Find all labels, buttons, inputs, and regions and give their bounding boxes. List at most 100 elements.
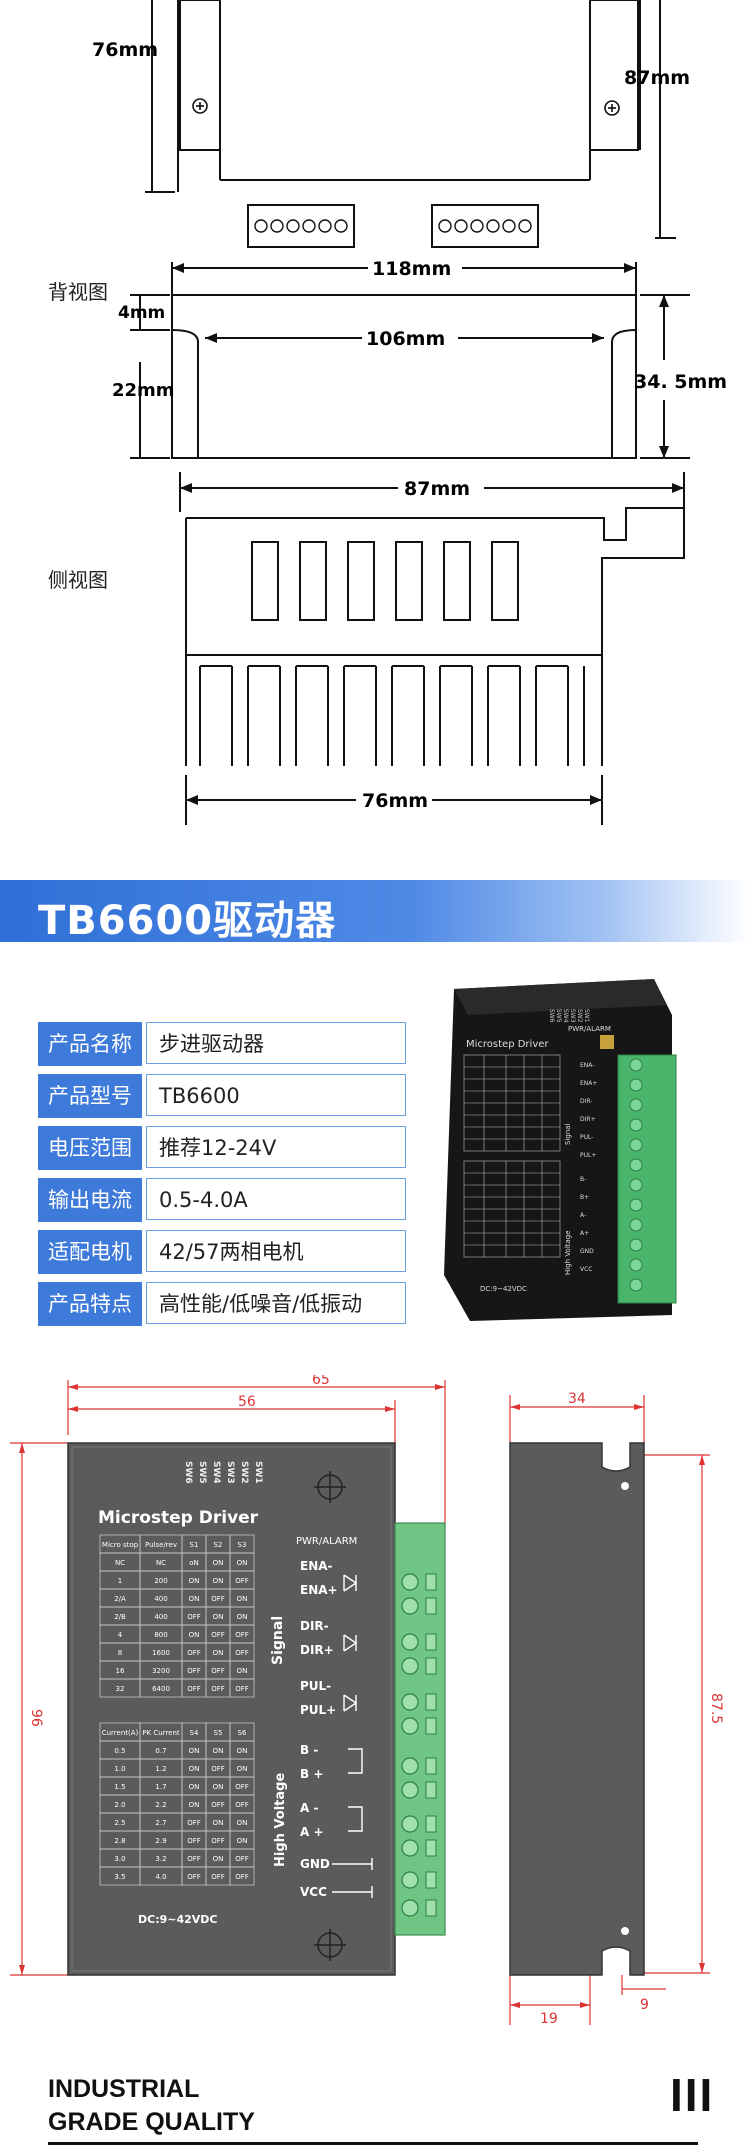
dim-back-height: 22mm [112, 380, 175, 401]
spec-value: 42/57两相电机 [146, 1230, 406, 1272]
photo-terminal-label: A+ [580, 1230, 589, 1237]
spec-key: 电压范围 [38, 1126, 142, 1170]
table-cell: ON [189, 1747, 200, 1755]
table-cell: 2.5 [114, 1819, 125, 1827]
terminal-slot [425, 1899, 437, 1917]
table-cell: ON [213, 1577, 224, 1585]
dim-side-height: 87.5 [708, 1693, 724, 1724]
table-cell: ON [213, 1649, 224, 1657]
terminal-screw [401, 1597, 419, 1615]
high-voltage-label: High Voltage [273, 1773, 288, 1867]
table-cell: OFF [235, 1855, 249, 1863]
photo-terminal-label: B- [580, 1176, 586, 1183]
side-dimension-drawing: 34 87.5 19 9 [509, 1391, 724, 2025]
terminal-screw [629, 1078, 643, 1092]
table-cell: ON [189, 1783, 200, 1791]
table-cell: ON [237, 1837, 248, 1845]
table-cell: ON [213, 1613, 224, 1621]
dim-height-left: 96 [28, 1709, 44, 1727]
photo-terminal-label: PUL+ [580, 1152, 596, 1159]
photo-terminal-label: ENA+ [580, 1080, 597, 1087]
sw-label: SW3 [225, 1461, 235, 1484]
terminal-screw [629, 1138, 643, 1152]
photo-dc: DC:9~42VDC [480, 1285, 527, 1293]
spec-key: 输出电流 [38, 1178, 142, 1222]
terminal-screw [401, 1781, 419, 1799]
sw-label: SW6 [183, 1461, 193, 1484]
photo-terminal-label: PUL- [580, 1134, 593, 1141]
sw-label: SW5 [197, 1461, 207, 1484]
dim-back-width-total: 118mm [372, 258, 451, 280]
photo-terminal-label: GND [580, 1248, 594, 1255]
terminal-label: A - [300, 1801, 318, 1815]
banner-title: TB6600驱动器 [38, 898, 337, 944]
spec-row: 产品型号 TB6600 [38, 1074, 408, 1118]
table-cell: ON [189, 1595, 200, 1603]
terminal-slot [425, 1839, 437, 1857]
table-cell: OFF [235, 1685, 249, 1693]
terminal-screw [401, 1657, 419, 1675]
side-view-drawing: 87mm 76mm [179, 472, 685, 825]
table-cell: OFF [211, 1873, 225, 1881]
product-photo: Microstep Driver PWR/ALARM SW6 SW5 SW4 S… [444, 979, 677, 1321]
spec-value: 步进驱动器 [146, 1022, 406, 1064]
terminal-label: B + [300, 1767, 323, 1781]
terminal-screw [401, 1693, 419, 1711]
table-header-cell: S5 [214, 1729, 223, 1737]
terminal-slot [425, 1781, 437, 1799]
dim-width-outer: 65 [312, 1375, 330, 1388]
table-cell: ON [237, 1747, 248, 1755]
table-cell: 200 [154, 1577, 167, 1585]
table-header-cell: S3 [238, 1541, 247, 1549]
table-header-cell: S4 [190, 1729, 199, 1737]
back-view-label: 背视图 [48, 280, 108, 304]
dim-width-inner: 56 [238, 1394, 256, 1410]
back-view-drawing: 118mm 106mm 4mm 22mm 34. 5mm [112, 258, 727, 459]
table-cell-border [229, 1866, 255, 1886]
table-cell: ON [189, 1765, 200, 1773]
terminal-slot [425, 1871, 437, 1889]
terminal-screw [401, 1573, 419, 1591]
terminal-label: VCC [300, 1885, 327, 1899]
side-view-label: 侧视图 [48, 568, 108, 592]
drawing-title: Microstep Driver [98, 1508, 259, 1528]
photo-terminal-label: VCC [580, 1266, 592, 1273]
table-cell: 1 [118, 1577, 122, 1585]
photo-sw-label: SW3 [569, 1009, 576, 1023]
terminal-screw [629, 1118, 643, 1132]
table-cell: 4.0 [155, 1873, 166, 1881]
table-cell: ON [237, 1819, 248, 1827]
spec-key: 产品特点 [38, 1282, 142, 1326]
table-cell: 2.2 [155, 1801, 166, 1809]
table-cell: 400 [154, 1613, 167, 1621]
table-cell: OFF [187, 1667, 201, 1675]
table-cell: OFF [211, 1837, 225, 1845]
spec-key: 产品名称 [38, 1022, 142, 1066]
table-cell: ON [237, 1559, 248, 1567]
photo-terminal-label: B+ [580, 1194, 589, 1201]
dim-side-bottom-b: 9 [640, 1997, 649, 2013]
dim-left-height: 76mm [92, 39, 158, 61]
table-cell: OFF [187, 1837, 201, 1845]
sw-label: SW4 [211, 1461, 221, 1484]
terminal-screw [401, 1815, 419, 1833]
table-cell: oN [189, 1559, 199, 1567]
spec-value: 高性能/低噪音/低振动 [146, 1282, 406, 1324]
photo-hv: High Voltage [564, 1230, 572, 1275]
terminal-label: PUL+ [300, 1703, 336, 1717]
footer-line-1: INDUSTRIAL [48, 2075, 200, 2103]
photo-sw-label: SW6 [548, 1009, 555, 1023]
table-cell: 3.5 [114, 1873, 125, 1881]
photo-pwr: PWR/ALARM [568, 1025, 611, 1033]
terminal-label: A + [300, 1825, 324, 1839]
table-cell: OFF [211, 1801, 225, 1809]
photo-sw-label: SW1 [583, 1009, 590, 1023]
spec-row: 产品特点 高性能/低噪音/低振动 [38, 1282, 408, 1326]
table-cell: ON [213, 1783, 224, 1791]
table-cell: 3.0 [114, 1855, 125, 1863]
table-header-cell: Current(A) [102, 1729, 139, 1737]
section-banner [0, 880, 750, 942]
terminal-screw [629, 1258, 643, 1272]
table-header-cell: PK Current [142, 1729, 180, 1737]
terminal-screw [401, 1899, 419, 1917]
